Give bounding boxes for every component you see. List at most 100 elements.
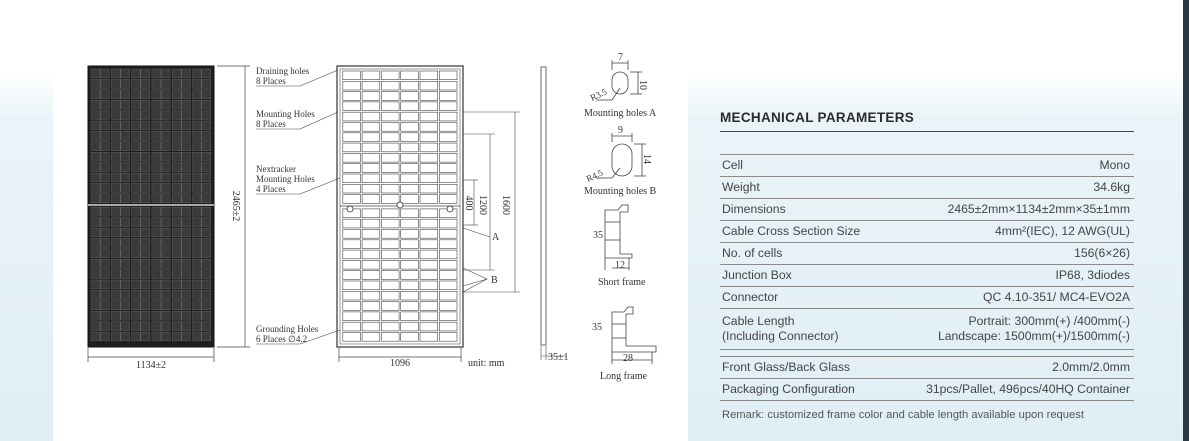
back-cell <box>438 270 458 280</box>
param-value: 4mm²(IEC), 12 AWG(UL) <box>995 224 1130 239</box>
params-remark: Remark: customized frame color and cable… <box>722 409 1084 421</box>
back-cell <box>438 122 458 132</box>
back-cell <box>438 301 458 311</box>
label-a: A <box>492 232 500 243</box>
callout-leaders <box>256 69 341 345</box>
back-cell <box>381 290 400 301</box>
back-cell <box>419 249 439 260</box>
back-cell <box>361 173 381 183</box>
junction-box-icon <box>446 205 454 213</box>
back-cell <box>342 249 361 260</box>
back-cell <box>361 321 381 332</box>
long-frame-profile <box>611 306 657 364</box>
back-cell <box>400 194 419 204</box>
back-cell <box>419 81 439 91</box>
back-cell <box>381 142 400 153</box>
param-row: Cell Mono <box>720 155 1134 177</box>
back-cell <box>381 229 400 239</box>
back-cell <box>342 194 361 204</box>
param-row: Cable Cross Section Size 4mm²(IEC), 12 AW… <box>720 221 1134 243</box>
hole-a-caption: Mounting holes A <box>584 108 657 119</box>
back-cell <box>438 142 458 153</box>
param-label: Cell <box>722 158 743 173</box>
back-cell <box>419 153 439 163</box>
row-gap <box>720 350 1134 357</box>
param-row: Weight 34.6kg <box>720 177 1134 199</box>
back-cell <box>419 70 439 80</box>
back-cell <box>400 132 419 142</box>
hole-a-height: 10 <box>637 80 648 90</box>
back-cell <box>361 163 381 173</box>
param-value: IP68, 3diodes <box>1055 268 1130 283</box>
back-cell <box>400 301 419 311</box>
back-cell <box>381 321 400 332</box>
callout-nextracker-2: Mounting Holes <box>256 174 315 184</box>
back-cell <box>400 321 419 332</box>
mounting-hole-b <box>596 133 646 179</box>
param-label: Cable Cross Section Size <box>722 224 860 239</box>
param-label: Junction Box <box>722 268 792 283</box>
long-frame-height: 35 <box>592 322 602 333</box>
junction-box-icon <box>396 201 404 209</box>
param-value-line: Mono <box>1099 158 1131 172</box>
back-cell <box>361 153 381 163</box>
back-cell <box>381 280 400 290</box>
param-label-line: Front Glass/Back Glass <box>722 360 851 374</box>
back-cell <box>381 101 400 111</box>
back-cell <box>419 142 439 153</box>
back-cell <box>381 239 400 249</box>
callout-grounding-1: Grounding Holes <box>256 324 319 334</box>
width-overall-label: 1134±2 <box>136 360 166 371</box>
short-frame-height: 35 <box>593 230 603 241</box>
back-cell <box>361 249 381 260</box>
back-cell <box>438 70 458 80</box>
back-cell <box>361 91 381 101</box>
param-value: Portrait: 300mm(+) /400mm(-)Landscape: 1… <box>938 314 1130 344</box>
back-cell <box>400 173 419 183</box>
param-value-line: QC 4.10-351/ MC4-EVO2A <box>983 290 1130 304</box>
back-cell <box>381 218 400 229</box>
back-cell <box>400 122 419 132</box>
back-cell <box>361 239 381 249</box>
back-cell <box>342 173 361 183</box>
back-cell <box>419 332 439 342</box>
back-cell <box>438 311 458 321</box>
back-panel-inner-frame <box>339 68 461 345</box>
back-cell <box>419 208 439 218</box>
back-cell <box>381 91 400 101</box>
back-cell <box>400 270 419 280</box>
callout-grounding-2: 6 Places ∅4.2 <box>256 334 307 344</box>
dim-height-overall <box>217 65 250 348</box>
back-cell <box>342 270 361 280</box>
param-label: Front Glass/Back Glass <box>722 360 850 375</box>
back-cell <box>361 111 381 122</box>
dim-vertical-spacings <box>462 111 520 293</box>
back-cell <box>419 229 439 239</box>
param-label-line: Packaging Configuration <box>722 382 855 396</box>
param-value-line: Landscape: 1500mm(+)/1500mm(-) <box>937 329 1130 343</box>
back-cell <box>438 173 458 183</box>
param-label-line: Weight <box>722 180 760 194</box>
back-cell <box>419 122 439 132</box>
callout-draining-2: 8 Places <box>256 76 286 86</box>
param-label-line: No. of cells <box>722 246 783 260</box>
back-cell <box>342 153 361 163</box>
back-cell <box>400 91 419 101</box>
back-cell <box>361 290 381 301</box>
param-value: 34.6kg <box>1093 180 1130 195</box>
back-cell <box>361 260 381 270</box>
side-profile <box>540 66 547 346</box>
back-cell <box>381 153 400 163</box>
short-frame-profile <box>604 204 633 270</box>
back-cell <box>381 70 400 80</box>
param-label-line: (Including Connector) <box>722 329 839 343</box>
back-cell <box>419 111 439 122</box>
back-cell <box>361 280 381 290</box>
back-cell <box>361 184 381 194</box>
back-cell <box>400 208 419 218</box>
back-cell <box>419 184 439 194</box>
back-cell <box>400 332 419 342</box>
unit-label: unit: mm <box>468 358 505 369</box>
junction-box-icon <box>346 205 354 213</box>
